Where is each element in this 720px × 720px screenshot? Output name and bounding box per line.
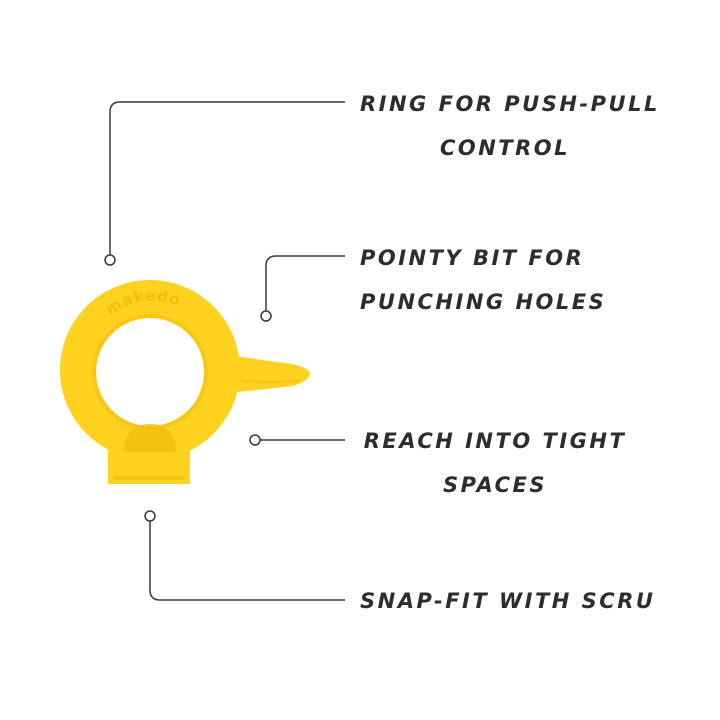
label-pointy-bit: POINTY BIT FOR PUNCHING HOLES xyxy=(360,246,607,314)
push-pull-ring xyxy=(59,280,240,461)
label-ring: RING FOR PUSH-PULL CONTROL xyxy=(360,92,660,160)
label-reach: REACH INTO TIGHT SPACES xyxy=(363,429,627,497)
leader-dot-pointy-bit xyxy=(260,310,272,322)
leader-dot-ring xyxy=(104,254,116,266)
leader-dot-reach xyxy=(249,434,261,446)
makedo-tool-illustration: makedo xyxy=(59,280,310,484)
ring-base-dome xyxy=(124,424,176,452)
pointy-bit-spike xyxy=(222,354,310,393)
leader-dot-snap-fit xyxy=(144,510,156,522)
label-snap-fit: SNAP-FIT WITH SCRU xyxy=(360,589,656,613)
leader-line-pointy-bit xyxy=(265,255,345,312)
leader-line-snap-fit xyxy=(149,521,345,601)
leader-line-ring xyxy=(109,101,345,255)
